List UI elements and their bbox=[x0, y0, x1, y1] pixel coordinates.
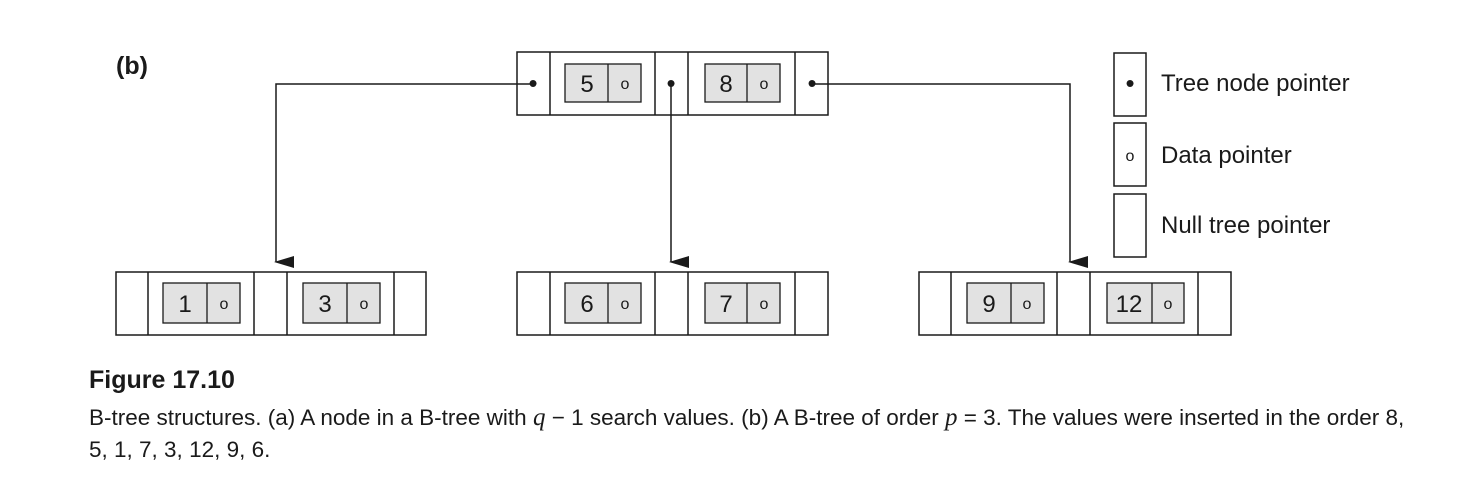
legend-label-tree-node-pointer: Tree node pointer bbox=[1161, 70, 1350, 97]
data-pointer-symbol: o bbox=[760, 296, 769, 313]
legend-tree-node-pointer-box bbox=[1113, 52, 1147, 117]
legend-data-pointer-box bbox=[1113, 122, 1147, 187]
leaf-node: 1 o 3 o bbox=[115, 271, 427, 336]
panel-label: (b) bbox=[116, 52, 148, 80]
leaf-key-cell: 3 o bbox=[302, 282, 381, 324]
figure-caption: B-tree structures. (a) A node in a B-tre… bbox=[89, 402, 1429, 466]
root-key-value: 8 bbox=[719, 71, 732, 98]
leaf-node: 9 o 12 o bbox=[918, 271, 1232, 336]
data-pointer-symbol: o bbox=[1126, 148, 1135, 165]
caption-text: B-tree structures. (a) A node in a B-tre… bbox=[89, 405, 533, 430]
root-key-value: 5 bbox=[580, 71, 593, 98]
root-key-cell: 8 o bbox=[704, 63, 781, 103]
leaf-node: 6 o 7 o bbox=[516, 271, 829, 336]
data-pointer-symbol: o bbox=[360, 296, 369, 313]
data-pointer-symbol: o bbox=[621, 296, 630, 313]
leaf-key-cell: 7 o bbox=[704, 282, 781, 324]
leaf-key-value: 1 bbox=[178, 291, 191, 318]
data-pointer-symbol: o bbox=[1023, 296, 1032, 313]
leaf-key-cell: 1 o bbox=[162, 282, 241, 324]
data-pointer-symbol: o bbox=[621, 76, 630, 93]
root-node: • • • 5 o 8 o bbox=[516, 51, 829, 116]
leaf-key-cell: 9 o bbox=[966, 282, 1045, 324]
leaf-key-value: 7 bbox=[719, 291, 732, 318]
data-pointer-symbol: o bbox=[220, 296, 229, 313]
root-key-cell: 5 o bbox=[564, 63, 642, 103]
root-tree-pointer-dot: • bbox=[528, 68, 537, 98]
leaf-key-cell: 6 o bbox=[564, 282, 642, 324]
legend-null-tree-pointer-box bbox=[1113, 193, 1147, 258]
leaf-key-value: 6 bbox=[580, 291, 593, 318]
caption-variable-p: p bbox=[945, 404, 958, 431]
edge-root-to-leaf-1 bbox=[274, 83, 533, 268]
data-pointer-symbol: o bbox=[760, 76, 769, 93]
legend-label-data-pointer: Data pointer bbox=[1161, 142, 1292, 169]
root-tree-pointer-dot: • bbox=[807, 68, 816, 98]
tree-node-pointer-symbol: • bbox=[1125, 68, 1134, 98]
edge-root-to-leaf-3 bbox=[812, 83, 1088, 268]
leaf-node-outline bbox=[516, 271, 829, 336]
leaf-key-cell: 12 o bbox=[1106, 282, 1185, 324]
root-tree-pointer-dot: • bbox=[666, 68, 675, 98]
caption-text: − 1 search values. (b) A B-tree of order bbox=[545, 405, 946, 430]
legend: • o bbox=[1113, 52, 1147, 258]
data-pointer-symbol: o bbox=[1164, 296, 1173, 313]
figure-title: Figure 17.10 bbox=[89, 366, 235, 394]
legend-label-null-tree-pointer: Null tree pointer bbox=[1161, 212, 1331, 239]
caption-variable-q: q bbox=[532, 404, 546, 431]
leaf-key-value: 3 bbox=[318, 291, 331, 318]
caption-text: = 3. The values were inserted in the ord… bbox=[89, 405, 1405, 462]
leaf-key-value: 9 bbox=[982, 291, 995, 318]
leaf-key-value: 12 bbox=[1116, 291, 1143, 318]
